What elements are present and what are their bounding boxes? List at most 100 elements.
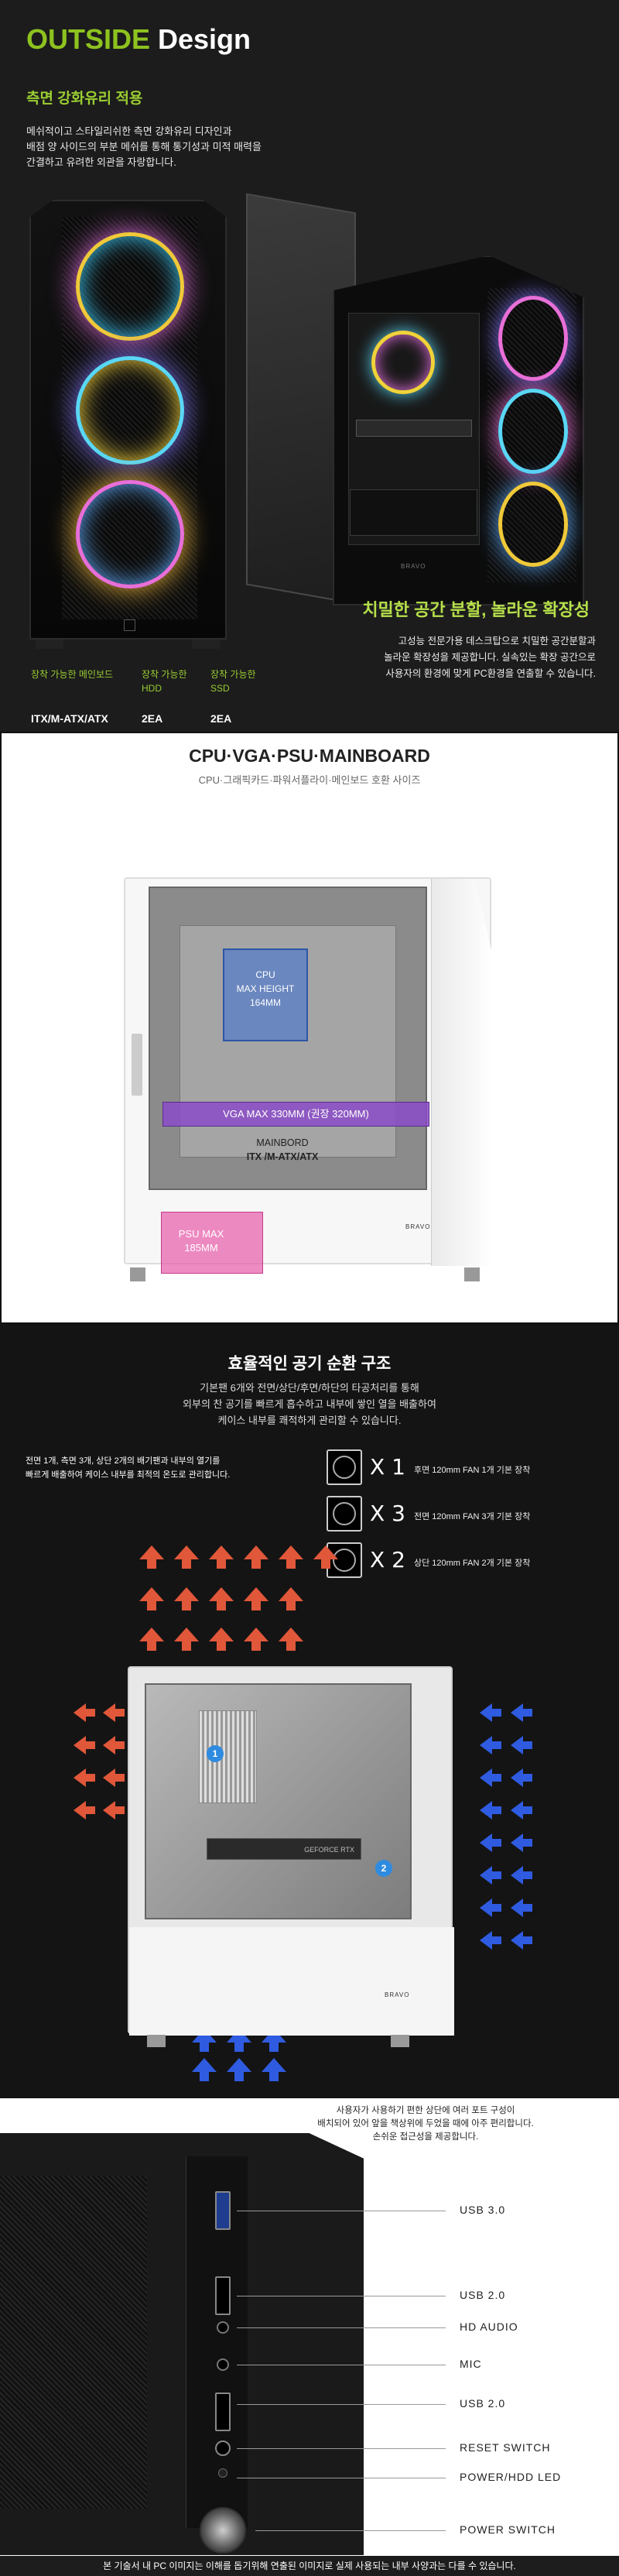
brand-mark: BRAVO: [385, 1991, 410, 1998]
rgb-fan-icon: [498, 389, 568, 474]
psu-label: PSU MAX 185MM: [162, 1227, 240, 1255]
rgb-fan-icon: [498, 296, 568, 381]
brand-mark: BRAVO: [401, 563, 426, 570]
case-foot: [130, 1267, 145, 1281]
arrow-up-icon: [279, 1587, 303, 1601]
arrow-up-icon: [209, 1628, 234, 1641]
arrow-stem: [492, 1871, 501, 1879]
arrow-stem: [492, 1806, 501, 1814]
power-switch[interactable]: [200, 2507, 246, 2554]
arrow-stem: [251, 1601, 261, 1610]
fan-note: 후면 120mm FAN 1개 기본 장착: [414, 1466, 531, 1475]
arrow-up-icon: [174, 1628, 199, 1641]
arrow-left-icon: [511, 1866, 523, 1885]
mic-jack[interactable]: [217, 2358, 229, 2371]
front-io-section: 사용자가 사용하기 편한 상단에 여러 포트 구성이 배치되어 있어 앞을 책상…: [0, 2098, 619, 2576]
arrow-left-icon: [480, 1801, 492, 1820]
arrow-stem: [321, 1559, 330, 1569]
cpu-height-box: [223, 948, 308, 1041]
port-label-usb3: USB 3.0: [460, 2204, 506, 2216]
arrow-stem: [269, 2043, 279, 2052]
arrow-left-icon: [103, 1801, 115, 1820]
arrow-stem: [182, 1601, 191, 1610]
usb3-port[interactable]: [215, 2191, 231, 2230]
vga-length-bar: [162, 1102, 429, 1127]
desc-line: 간결하고 유려한 외관을 자랑합니다.: [26, 156, 176, 168]
arrow-up-icon: [209, 1587, 234, 1601]
psu-label-line: PSU MAX: [178, 1228, 224, 1240]
arrow-stem: [217, 1641, 226, 1651]
outside-description: 메쉬적이고 스타일리쉬한 측면 강화유리 디자인과 배점 양 사이드의 부분 메…: [26, 124, 282, 170]
arrow-stem: [523, 1806, 532, 1814]
outside-design-section: OUTSIDE Design 측면 강화유리 적용 메쉬적이고 스타일리쉬한 측…: [0, 0, 619, 732]
case-side-white-image: BRAVO: [124, 877, 493, 1266]
desc-line: 고성능 전문가용 데스크탑으로 치밀한 공간분할과: [398, 636, 596, 647]
arrow-up-icon: [244, 1545, 268, 1559]
arrow-stem: [492, 1709, 501, 1717]
airflow-badge-1: 1: [207, 1745, 224, 1762]
psu-label-line: 185MM: [184, 1242, 218, 1254]
case-front-image: [29, 200, 227, 640]
arrow-stem: [492, 1774, 501, 1782]
desc-line: 케이스 내부를 쾌적하게 관리할 수 있습니다.: [217, 1415, 402, 1426]
airflow-description: 기본팬 6개와 전면/상단/후면/하단의 타공처리를 통해 외부의 찬 공기를 …: [0, 1380, 619, 1429]
airflow-title: 효율적인 공기 순환 구조: [227, 1355, 392, 1373]
port-label-reset: RESET SWITCH: [460, 2441, 551, 2454]
port-label-usb2: USB 2.0: [460, 2289, 506, 2301]
arrow-up-icon: [313, 1545, 338, 1559]
port-label-usb2-second: USB 2.0: [460, 2397, 506, 2410]
arrow-left-icon: [511, 1931, 523, 1950]
arrow-stem: [86, 1774, 95, 1782]
arrow-stem: [523, 1936, 532, 1944]
port-label-mic: MIC: [460, 2358, 482, 2370]
gpu-card: GEFORCE RTX: [207, 1838, 361, 1860]
arrow-left-icon: [480, 1866, 492, 1885]
brand-mark: BRAVO: [405, 1223, 431, 1230]
arrow-stem: [523, 1904, 532, 1912]
arrow-stem: [269, 2072, 279, 2081]
case-open-side-image: BRAVO: [333, 256, 584, 605]
airflow-badge-2: 2: [375, 1860, 392, 1877]
fan-icon: [327, 1449, 362, 1485]
rgb-fan-icon: [76, 356, 184, 465]
port-label-led: POWER/HDD LED: [460, 2471, 562, 2483]
arrow-left-icon: [74, 1801, 86, 1820]
case-foot: [464, 1267, 480, 1281]
arrow-stem: [115, 1806, 125, 1814]
fan-count: X 1: [370, 1454, 405, 1480]
arrow-left-icon: [480, 1736, 492, 1754]
reset-switch[interactable]: [215, 2441, 231, 2456]
arrow-left-icon: [480, 1768, 492, 1787]
airflow-section: 효율적인 공기 순환 구조 기본팬 6개와 전면/상단/후면/하단의 타공처리를…: [0, 1324, 619, 2098]
arrow-up-icon: [279, 1545, 303, 1559]
arrow-left-icon: [74, 1736, 86, 1754]
spec-value-ssd: 2EA: [210, 712, 232, 725]
arrow-left-icon: [511, 1703, 523, 1722]
vga-label: VGA MAX 330MM (권장 320MM): [223, 1108, 369, 1120]
spec-label-mainboard: 장착 가능한 메인보드: [31, 669, 114, 680]
hd-audio-jack[interactable]: [217, 2321, 229, 2334]
usb2-port[interactable]: [215, 2276, 231, 2315]
note-line: 사용자가 사용하기 편한 상단에 여러 포트 구성이: [336, 2106, 515, 2115]
usb2-port-2[interactable]: [215, 2392, 231, 2431]
arrow-left-icon: [511, 1833, 523, 1852]
arrow-stem: [251, 1641, 261, 1651]
arrow-left-icon: [480, 1931, 492, 1950]
arrow-left-icon: [480, 1703, 492, 1722]
rgb-fan-icon: [76, 480, 184, 588]
arrow-stem: [286, 1559, 296, 1569]
rgb-fan-icon: [76, 232, 184, 341]
arrow-stem: [286, 1641, 296, 1651]
spec-value-hdd: 2EA: [142, 712, 163, 725]
arrow-left-icon: [480, 1833, 492, 1852]
arrow-left-icon: [511, 1801, 523, 1820]
desc-line: 사용자의 환경에 맞게 PC환경을 연출할 수 있습니다.: [385, 668, 596, 679]
arrow-stem: [251, 1559, 261, 1569]
arrow-up-icon: [227, 2058, 251, 2072]
compatibility-section: CPU·VGA·PSU·MAINBOARD CPU·그래픽카드·파워서플라이·메…: [0, 732, 619, 1324]
spec-label-hdd: 장착 가능한 HDD: [142, 669, 187, 694]
cpu-fan-icon: [371, 331, 435, 394]
desc-line: 배점 양 사이드의 부분 메쉬를 통해 통기성과 미적 매력을: [26, 141, 262, 153]
arrow-left-icon: [103, 1703, 115, 1722]
callout-line: [237, 2448, 446, 2449]
